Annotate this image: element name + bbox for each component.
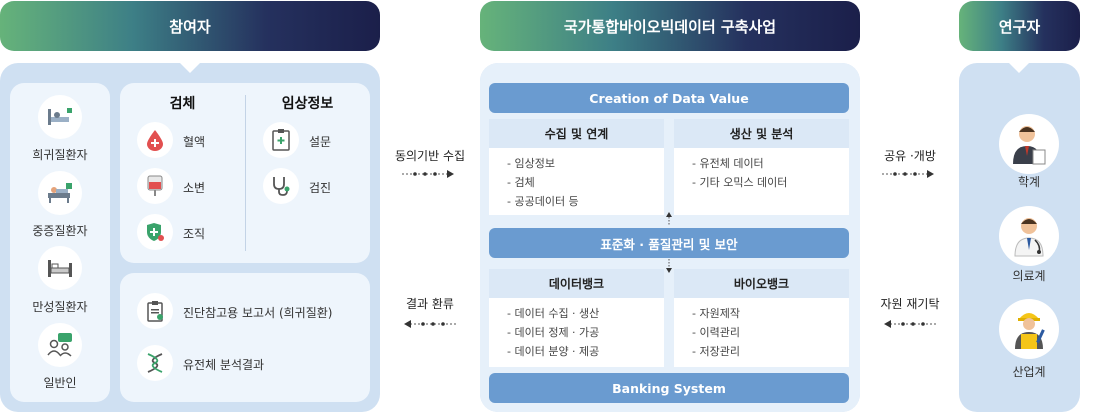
clinical-title: 임상정보 (281, 96, 334, 112)
column-divider (245, 95, 246, 251)
result-return-label: 결과 환류 (406, 297, 454, 311)
databank-body: - 데이터 수집 · 생산 - 데이터 정제 · 가공 - 데이터 분양 · 제… (489, 298, 664, 367)
consent-collection-label: 동의기반 수집 (394, 149, 466, 163)
collect-item: - 공공데이터 등 (507, 195, 579, 208)
patient-bed-icon (38, 171, 82, 215)
header-researchers-label: 연구자 (998, 17, 1041, 36)
databank-title: 데이터뱅크 (489, 269, 664, 298)
header-participants-label: 참여자 (169, 17, 211, 36)
participant-label: 일반인 (43, 376, 77, 390)
collect-title: 수집 및 연계 (489, 119, 664, 148)
participant-label: 희귀질환자 (32, 148, 88, 162)
bed-icon (38, 246, 82, 290)
standardization-bar: 표준화 · 품질관리 및 보안 (489, 228, 849, 258)
banking-system-bar: Banking System (489, 373, 849, 403)
databank-item: - 데이터 정제 · 가공 (507, 326, 600, 339)
researcher-label: 산업계 (1012, 365, 1046, 379)
databank-item: - 데이터 분양 · 제공 (507, 345, 600, 358)
hospital-bed-icon (38, 95, 82, 139)
right-arrow-icon (882, 170, 934, 178)
participants-panel: 희귀질환자 중증질환자 만성질환자 일반인 검체 임상정보 혈액 소변 조직 (0, 63, 380, 412)
dna-icon (137, 345, 173, 381)
project-panel: Creation of Data Value 수집 및 연계 - 임상정보 - … (480, 63, 860, 412)
collect-item: - 검체 (507, 176, 535, 189)
clinical-item-label: 설문 (309, 135, 332, 149)
specimen-clinical-card: 검체 임상정보 혈액 소변 조직 설문 검진 (120, 83, 370, 263)
tissue-shield-icon (137, 214, 173, 250)
specimen-item-label: 조직 (183, 227, 206, 241)
header-participants: 참여자 (0, 1, 380, 51)
specimen-item-label: 혈액 (183, 135, 206, 149)
participant-label: 만성질환자 (32, 300, 88, 314)
produce-title: 생산 및 분석 (674, 119, 849, 148)
worker-icon (999, 299, 1059, 359)
panel-notch (180, 63, 200, 73)
participant-label: 중증질환자 (32, 224, 88, 238)
produce-item: - 유전체 데이터 (692, 157, 764, 170)
doctor-icon (999, 206, 1059, 266)
biobank-title: 바이오뱅크 (674, 269, 849, 298)
stethoscope-icon (263, 168, 299, 204)
produce-body: - 유전체 데이터 - 기타 오믹스 데이터 (674, 148, 849, 215)
clinical-item-label: 검진 (309, 181, 332, 195)
specimen-item-label: 소변 (183, 181, 206, 195)
panel-notch (1009, 63, 1029, 73)
results-card: 진단참고용 보고서 (희귀질환) 유전체 분석결과 (120, 273, 370, 402)
participants-list-card: 희귀질환자 중증질환자 만성질환자 일반인 (10, 83, 110, 402)
urine-bag-icon (137, 168, 173, 204)
right-arrow-icon (402, 170, 454, 178)
resource-redeposit-label: 자원 재기탁 (880, 297, 940, 311)
researcher-label: 의료계 (1012, 269, 1046, 283)
biobank-item: - 자원제작 (692, 307, 740, 320)
down-arrow-icon (666, 259, 672, 273)
header-project-label: 국가통합바이오빅데이터 구축사업 (563, 17, 777, 36)
specimen-title: 검체 (169, 96, 196, 112)
header-project: 국가통합바이오빅데이터 구축사업 (480, 1, 860, 51)
academic-person-icon (999, 114, 1059, 174)
share-open-label: 공유 ·개방 (884, 149, 936, 163)
researcher-label: 학계 (1017, 175, 1041, 189)
clipboard-icon (263, 122, 299, 158)
up-arrow-icon (666, 212, 672, 226)
blood-drop-icon (137, 122, 173, 158)
left-arrow-icon (404, 320, 456, 328)
creation-bar: Creation of Data Value (489, 83, 849, 113)
report-icon (137, 293, 173, 329)
people-chat-icon (38, 323, 82, 367)
result-item-label: 유전체 분석결과 (183, 358, 265, 372)
databank-item: - 데이터 수집 · 생산 (507, 307, 600, 320)
produce-item: - 기타 오믹스 데이터 (692, 176, 788, 189)
collect-body: - 임상정보 - 검체 - 공공데이터 등 (489, 148, 664, 215)
biobank-body: - 자원제작 - 이력관리 - 저장관리 (674, 298, 849, 367)
left-arrow-icon (884, 320, 936, 328)
biobank-item: - 이력관리 (692, 326, 740, 339)
biobank-item: - 저장관리 (692, 345, 740, 358)
header-researchers: 연구자 (959, 1, 1080, 51)
researchers-panel: 학계 의료계 산업계 (959, 63, 1080, 412)
result-item-label: 진단참고용 보고서 (희귀질환) (183, 306, 333, 320)
collect-item: - 임상정보 (507, 157, 555, 170)
